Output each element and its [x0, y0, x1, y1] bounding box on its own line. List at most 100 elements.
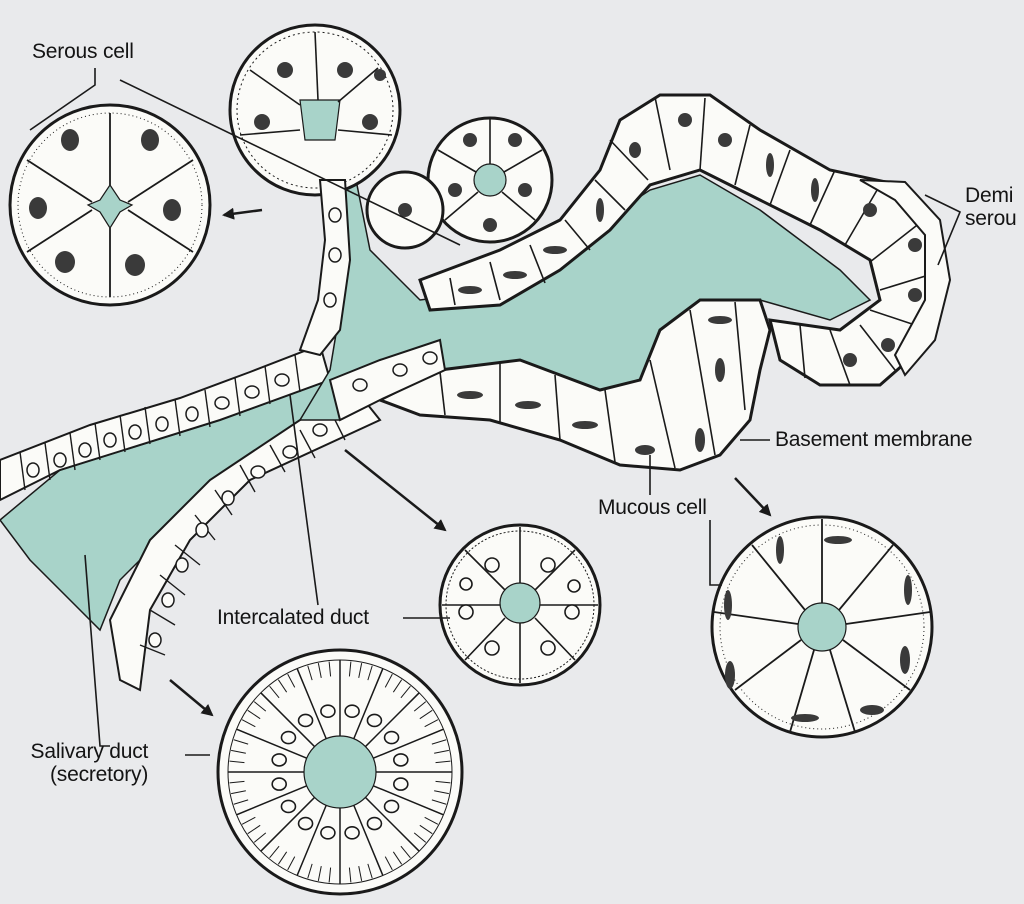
salivary-duct-striation: [317, 866, 322, 881]
salivary-duct-nucleus: [320, 704, 336, 718]
salivary-duct-nucleus: [383, 799, 400, 814]
leader-mucous-cell-b: [709, 520, 722, 586]
label-basement-membrane: Basement membrane: [775, 428, 973, 451]
salivary-duct-striation: [424, 719, 439, 728]
salivary-duct-striation: [428, 729, 443, 736]
salivary-duct-striation: [419, 709, 433, 720]
salivary-duct-striation: [317, 663, 322, 678]
salivary-duct-striation: [233, 799, 249, 805]
salivary-duct-nucleus: [280, 799, 297, 814]
leader-demilune: [924, 194, 962, 266]
salivary-duct-nucleus: [383, 730, 400, 745]
serous-demilune: [859, 179, 952, 377]
salivary-duct-striation: [358, 866, 363, 881]
salivary-duct-striation: [241, 816, 256, 825]
salivary-duct-striation: [419, 824, 433, 835]
salivary-duct-nucleus: [344, 704, 360, 718]
intercalated-duct-cross-section: [438, 523, 602, 687]
arrow-to-salivary-section: [169, 679, 214, 717]
salivary-duct-nucleus: [297, 713, 314, 728]
salivary-duct-striation: [237, 729, 252, 736]
salivary-duct-nucleus: [280, 730, 297, 745]
salivary-duct-striation: [367, 665, 373, 681]
salivary-duct-striation: [231, 749, 246, 754]
salivary-duct-striation: [431, 739, 447, 745]
stem-intercalated-duct: [298, 179, 352, 357]
salivary-duct-striation: [424, 816, 439, 825]
salivary-duct-striation: [434, 790, 449, 795]
salivary-duct-striation: [358, 663, 363, 678]
salivary-duct-striation: [287, 856, 296, 871]
duct-nuclei: [26, 373, 328, 648]
salivary-duct-nucleus: [366, 713, 383, 728]
label-demilune-line1: Demi: [965, 184, 1014, 207]
label-mucous-cell: Mucous cell: [598, 496, 707, 519]
salivary-duct-nucleus: [344, 826, 360, 840]
salivary-duct-striation: [247, 709, 261, 720]
arrow-to-serous-section: [222, 207, 263, 220]
salivary-duct-striation: [428, 808, 443, 815]
salivary-duct-striation: [231, 790, 246, 795]
salivary-duct-striation: [233, 739, 249, 745]
intercalated-duct-segment: [328, 338, 447, 422]
upper-mucous-tubule: [418, 93, 947, 387]
salivary-duct-striation: [261, 839, 273, 851]
salivary-duct-striation: [434, 749, 449, 754]
salivary-duct-striation: [277, 851, 288, 865]
salivary-duct-striation: [431, 799, 447, 805]
salivary-duct-striation: [400, 845, 411, 859]
salivary-duct-striation: [435, 780, 451, 784]
duct-cell-walls: [19, 354, 346, 656]
label-salivary-duct-line1: Salivary duct: [30, 740, 149, 763]
label-intercalated-duct: Intercalated duct: [217, 606, 369, 629]
salivary-duct-striation: [253, 701, 267, 712]
salivary-duct-nucleus: [320, 826, 336, 840]
salivary-duct-striation: [376, 860, 383, 875]
salivary-duct-striation: [261, 693, 273, 705]
arrow-to-intercalated-section: [344, 449, 447, 532]
salivary-duct-striation: [297, 669, 304, 684]
leader-lines: [29, 68, 962, 756]
salivary-duct-nucleus: [393, 753, 409, 767]
label-serous-cell: Serous cell: [32, 40, 134, 63]
label-demilune-line2: serou: [965, 207, 1017, 231]
salivary-duct-striation: [348, 867, 352, 883]
salivary-duct-striation: [287, 673, 296, 688]
salivary-duct-striation: [247, 824, 261, 835]
leader-serous-cell: [29, 68, 96, 131]
salivary-duct-striation: [241, 719, 256, 728]
salivary-duct-striation: [229, 780, 245, 784]
salivary-duct-striation: [407, 839, 419, 851]
salivary-duct-nucleus: [393, 777, 409, 791]
leader-salivary-duct: [84, 554, 110, 747]
serous-acinus-cross-section: [8, 103, 212, 307]
salivary-duct-striation: [435, 760, 451, 764]
salivary-duct-striation: [384, 856, 393, 871]
salivary-duct-striation: [413, 701, 427, 712]
salivary-duct-striation: [384, 673, 393, 688]
salivary-duct-striation: [328, 661, 332, 677]
label-salivary-duct: Salivary duct (secretory): [22, 740, 149, 787]
salivary-duct-striation: [307, 863, 313, 879]
lower-mucous-tubule: [376, 298, 772, 472]
salivary-duct-lower-epithelium: [108, 393, 382, 692]
salivary-duct-striation: [348, 661, 352, 677]
salivary-duct-striation: [229, 760, 245, 764]
mucous-acinus-cross-section: [710, 515, 934, 739]
gland-section: [0, 23, 952, 692]
salivary-duct-striation: [297, 860, 304, 875]
salivary-duct-striation: [253, 832, 267, 843]
leader-serous-cell-b: [119, 79, 461, 246]
salivary-duct-striation: [413, 832, 427, 843]
salivary-duct-striation: [392, 851, 403, 865]
salivary-duct-striation: [328, 867, 332, 883]
salivary-duct-nucleus: [366, 816, 383, 831]
salivary-duct-striation: [400, 685, 411, 699]
salivary-duct-striation: [277, 679, 288, 693]
salivary-duct-striation: [367, 863, 373, 879]
label-salivary-duct-line2: (secretory): [50, 763, 149, 787]
arrows: [169, 207, 772, 717]
salivary-duct-striation: [307, 665, 313, 681]
salivary-duct-striation: [237, 808, 252, 815]
